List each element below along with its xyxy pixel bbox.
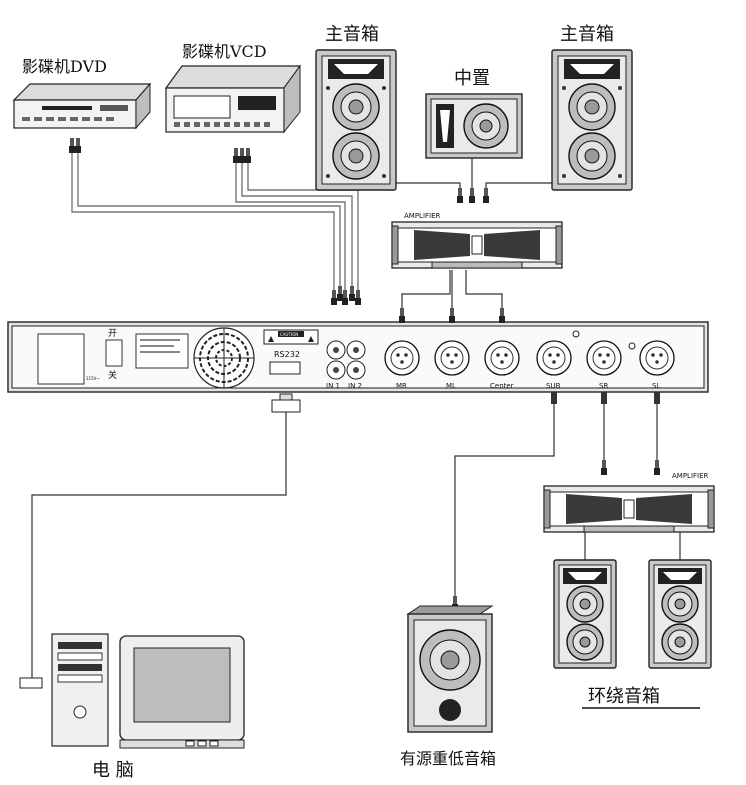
svg-text:115V~: 115V~ — [86, 376, 100, 381]
output-mr-label: MR — [396, 382, 407, 390]
main-speaker-left: 主音箱 — [315, 24, 397, 191]
amplifier-top: AMPLIFIER — [391, 188, 563, 269]
input-1-label: IN 1 — [326, 382, 340, 390]
switch-off-label: 关 — [108, 369, 117, 381]
vcd-player: 影碟机VCD — [164, 42, 302, 163]
output-ml-label: ML — [446, 382, 456, 390]
computer: 电 脑 — [19, 633, 245, 781]
output-sr-label: SR — [599, 382, 608, 390]
input-2-label: IN 2 — [348, 382, 362, 390]
cooling-fan-icon — [193, 327, 255, 389]
vcd-label: 影碟机VCD — [182, 42, 267, 61]
output-center-label: Center — [490, 382, 514, 390]
amplifier-bottom-label: AMPLIFIER — [672, 472, 709, 480]
input-ports: IN 1 IN 2 — [326, 340, 366, 390]
power-socket — [37, 333, 85, 385]
main-speaker-right: 主音箱 — [551, 24, 633, 191]
processor-unit: 115V~ 开 关 CAUTION RS232 — [7, 286, 709, 393]
dvd-label: 影碟机DVD — [22, 57, 107, 76]
output-sl-label: SL — [652, 382, 660, 390]
output-plugs — [452, 392, 660, 611]
power-switch — [105, 339, 123, 367]
subwoofer: 有源重低音箱 — [400, 605, 496, 768]
subwoofer-label: 有源重低音箱 — [400, 749, 496, 768]
center-speaker-label: 中置 — [454, 68, 490, 89]
switch-on-label: 开 — [108, 328, 117, 339]
rs232-connector — [271, 393, 301, 413]
rs232-port — [269, 361, 301, 375]
output-sub-label: SUB — [546, 382, 561, 390]
surround-label: 环绕音箱 — [588, 686, 660, 707]
amplifier-top-label: AMPLIFIER — [404, 212, 441, 220]
wiring — [31, 152, 681, 678]
rs232-label: RS232 — [274, 350, 300, 359]
center-speaker: 中置 — [425, 68, 523, 159]
main-speaker-left-label: 主音箱 — [325, 24, 379, 45]
computer-label: 电 脑 — [92, 760, 134, 781]
amplifier-bottom: AMPLIFIER — [543, 472, 715, 533]
main-speaker-right-label: 主音箱 — [560, 24, 614, 45]
surround-speakers: 环绕音箱 — [553, 559, 712, 709]
output-ports: MR ML Center SUB SR SL — [384, 330, 675, 390]
caution-text: CAUTION — [280, 332, 298, 337]
dvd-player: 影碟机DVD — [12, 57, 152, 153]
